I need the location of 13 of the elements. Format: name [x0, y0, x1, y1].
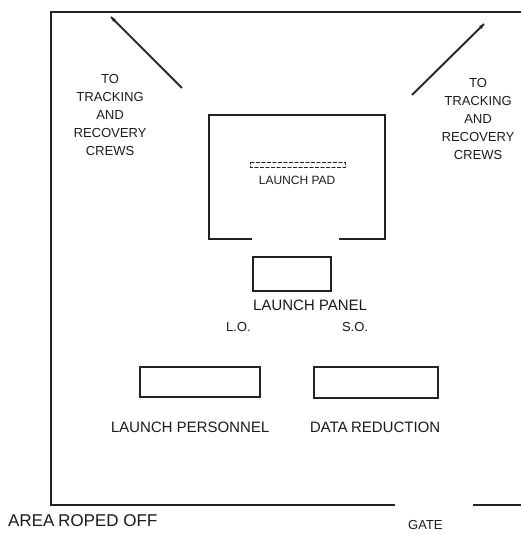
panel-label: LAUNCH PANEL [252, 296, 368, 315]
arrow [110, 16, 183, 89]
gate-label: GATE [408, 516, 442, 533]
destination-label: TO TRACKING AND RECOVERY CREWS [72, 70, 148, 160]
pad-label: LAUNCH PAD [258, 172, 336, 189]
station-label: LAUNCH PERSONNEL [110, 418, 270, 437]
operator-label: S.O. [342, 318, 368, 335]
arrow [411, 23, 485, 96]
operator-label: L.O. [226, 318, 251, 335]
station-label: DATA REDUCTION [308, 418, 442, 437]
launch-pad-enclosure [208, 114, 386, 239]
area-label: AREA ROPED OFF [8, 512, 158, 529]
destination-label: TO TRACKING AND RECOVERY CREWS [440, 74, 516, 164]
